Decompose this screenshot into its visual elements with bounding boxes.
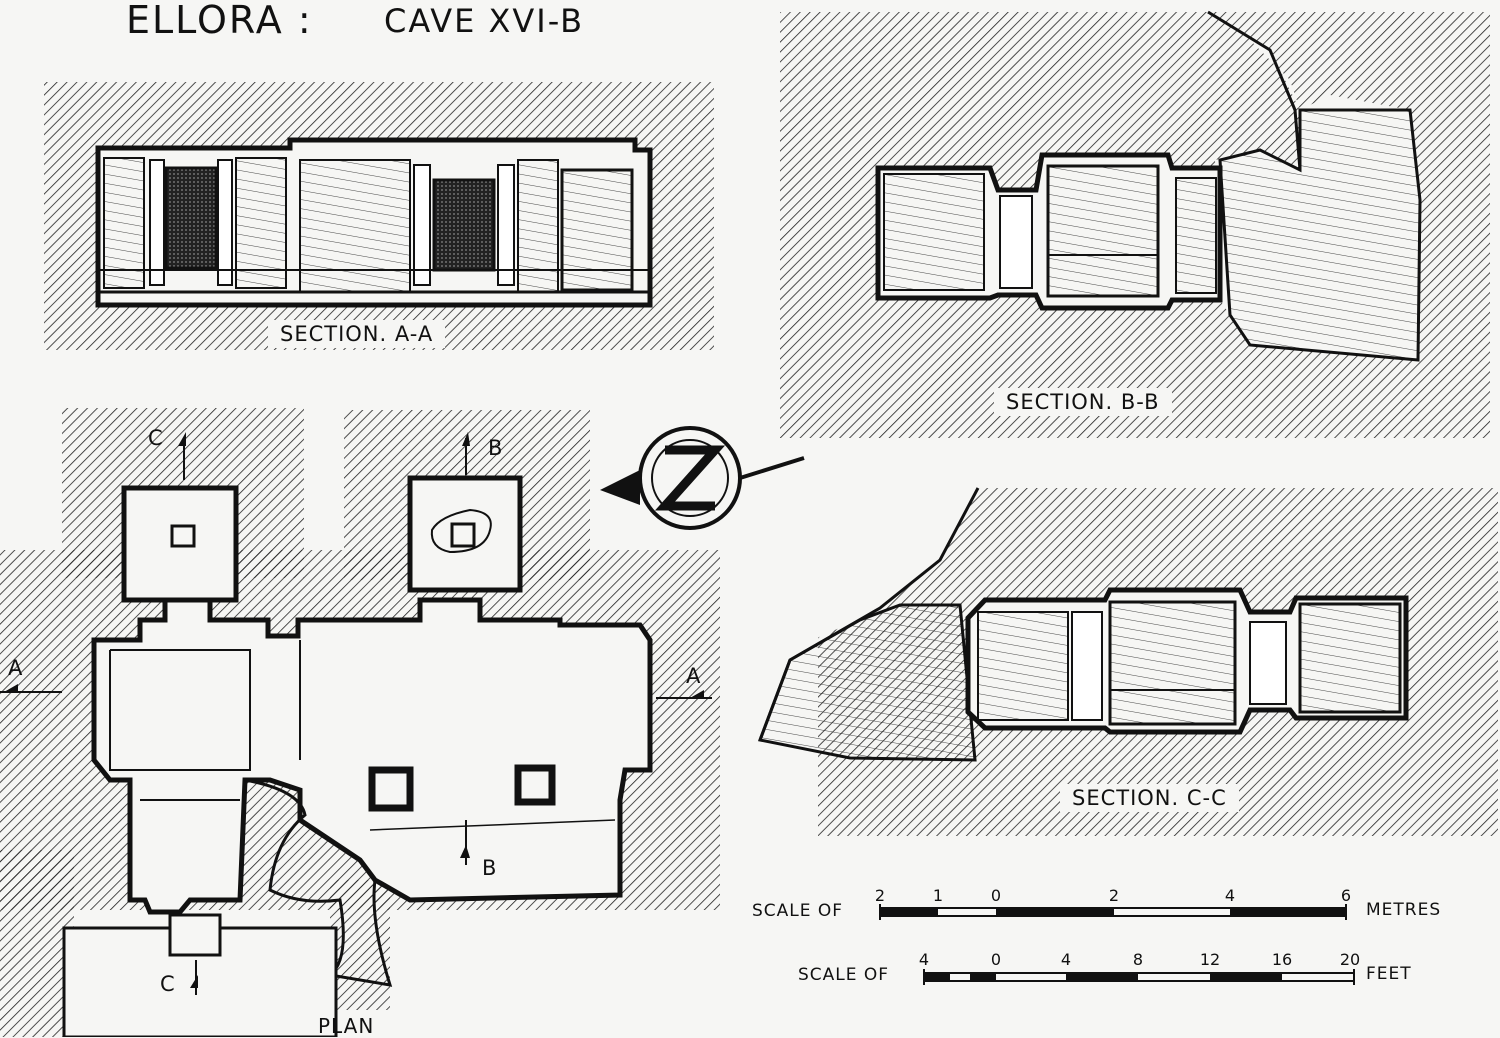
scale-feet-tick: 4 xyxy=(1060,950,1072,969)
section-cc-label: SECTION. C-C xyxy=(1060,784,1239,812)
scale-metres-tick: 2 xyxy=(1108,886,1120,905)
scale-feet-tick: 12 xyxy=(1199,950,1221,969)
marker-b-top: B xyxy=(488,436,503,460)
section-bb-drawing xyxy=(780,10,1490,438)
scale-metres-tick: 4 xyxy=(1224,886,1236,905)
scale-metres-unit: METRES xyxy=(1366,900,1442,920)
scale-bar-feet xyxy=(923,969,1355,985)
scale-feet-tick: 8 xyxy=(1132,950,1144,969)
page-title: ELLORA : xyxy=(126,0,313,42)
plan-drawing xyxy=(0,408,720,1037)
scale-feet-label: SCALE OF xyxy=(798,965,890,985)
plan-label: PLAN xyxy=(318,1014,375,1038)
scale-metres-tick: 6 xyxy=(1340,886,1352,905)
marker-a-right: A xyxy=(686,664,701,688)
section-bb-label: SECTION. B-B xyxy=(994,388,1172,416)
marker-c-bottom: C xyxy=(160,972,175,996)
north-arrow-icon xyxy=(600,426,805,530)
marker-c-top: C xyxy=(148,426,163,450)
scale-metres-label: SCALE OF xyxy=(752,901,844,921)
scale-metres-tick: 2 xyxy=(874,886,886,905)
section-aa-drawing xyxy=(44,82,714,350)
scale-metres-tick: 0 xyxy=(990,886,1002,905)
scale-feet-tick: 0 xyxy=(990,950,1002,969)
scale-bar-metres xyxy=(879,904,1347,920)
scale-feet-unit: FEET xyxy=(1366,964,1412,984)
section-cc-drawing xyxy=(757,487,1498,836)
scale-feet-tick: 16 xyxy=(1271,950,1293,969)
scale-feet-tick: 20 xyxy=(1339,950,1361,969)
marker-a-left: A xyxy=(8,656,23,680)
section-aa-label: SECTION. A-A xyxy=(268,320,446,348)
page-subtitle: CAVE XVI-B xyxy=(384,2,585,40)
scale-metres-tick: 1 xyxy=(932,886,944,905)
scale-feet-tick: 4 xyxy=(918,950,930,969)
marker-b-bottom: B xyxy=(482,856,497,880)
